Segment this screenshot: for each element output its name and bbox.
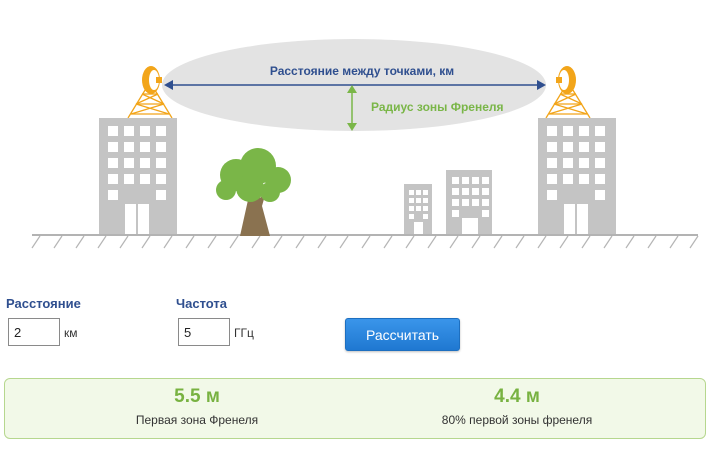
percent-zone-value: 4.4 м — [494, 386, 540, 407]
small-building-left — [404, 184, 432, 234]
fresnel-zone-illustration: Расстояние между точками, км Радиус зоны… — [31, 39, 699, 249]
frequency-input[interactable] — [178, 318, 230, 346]
first-zone-value: 5.5 м — [174, 386, 220, 407]
right-dish-icon — [556, 66, 576, 94]
left-building — [99, 118, 177, 234]
right-building — [538, 118, 616, 234]
percent-zone-caption: 80% первой зоны френеля — [441, 413, 593, 427]
ground — [31, 234, 699, 249]
right-antenna-tower — [545, 81, 591, 119]
first-zone-caption: Первая зона Френеля — [135, 413, 259, 427]
frequency-label: Частота — [176, 296, 228, 311]
results-panel: 5.5 м Первая зона Френеля 4.4 м 80% перв… — [4, 378, 706, 439]
distance-label: Расстояние — [6, 296, 81, 311]
distance-unit: км — [64, 326, 78, 340]
distance-label: Расстояние между точками, км — [270, 64, 454, 78]
frequency-unit: ГГц — [234, 326, 254, 340]
radius-label: Радиус зоны Френеля — [371, 100, 504, 114]
distance-input[interactable] — [8, 318, 60, 346]
tree-icon — [216, 148, 291, 236]
distance-arrow — [164, 80, 546, 90]
calculate-button[interactable]: Рассчитать — [345, 318, 460, 351]
small-building-right — [446, 170, 492, 234]
radius-arrow — [347, 85, 357, 131]
left-dish-icon — [142, 66, 162, 94]
